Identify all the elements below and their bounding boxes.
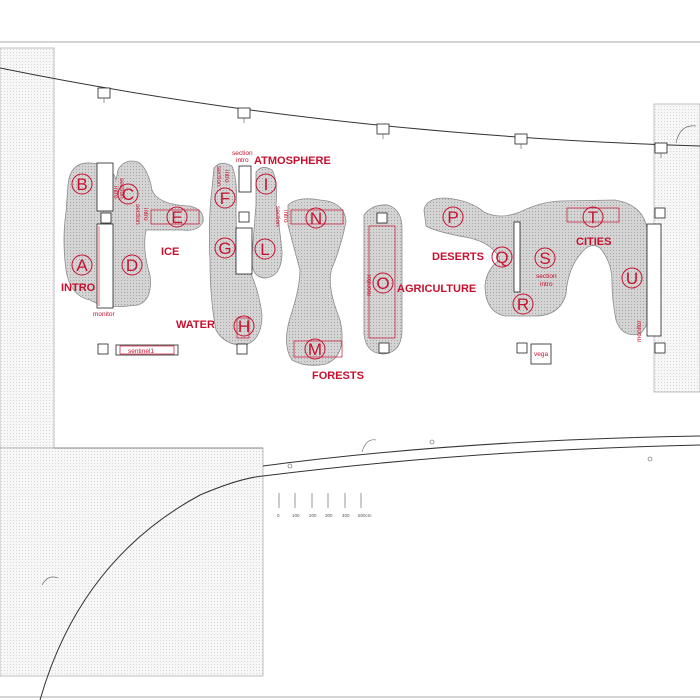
zone-a-circle xyxy=(71,254,93,276)
section-water-label: WATER xyxy=(176,319,215,331)
scale-tick-400: 400 xyxy=(342,513,350,518)
zone-e-letter: E xyxy=(171,208,182,227)
zone-g-circle xyxy=(214,237,236,259)
blob-deserts-cities xyxy=(423,197,653,336)
blob-agriculture xyxy=(363,204,403,355)
door-swing-mid xyxy=(361,439,377,453)
section-intro-c-word2: intro xyxy=(112,186,119,199)
section-intro-e-word1: section xyxy=(134,204,141,225)
small-annotations: monitor monitor monitor sentinel1 vega s… xyxy=(93,150,643,358)
section-intro-l-word1: section xyxy=(274,206,281,227)
sentinel-label: sentinel1 xyxy=(128,348,154,355)
zone-f-letter: F xyxy=(220,189,230,208)
zone-m-circle xyxy=(304,338,326,360)
furniture xyxy=(96,162,666,365)
zone-q-letter: Q xyxy=(495,248,508,267)
zone-i-letter: I xyxy=(264,175,269,194)
zone-t-circle xyxy=(582,206,604,228)
zone-s-circle xyxy=(534,247,556,269)
wall-marker xyxy=(647,456,653,462)
zone-g-letter: G xyxy=(218,239,231,258)
scale-bar: 0 100 200 300 400 500cm xyxy=(277,493,372,518)
exhibition-blobs xyxy=(63,160,653,366)
section-intro-f-word2: intro xyxy=(223,170,230,183)
section-intro-atm-word1: section xyxy=(232,150,253,157)
section-intro-atm-word2: intro xyxy=(236,157,249,164)
zone-p-letter: P xyxy=(447,208,458,227)
section-intro-c-word1: section xyxy=(118,178,125,199)
scale-tick-500: 500cm xyxy=(358,513,372,518)
zone-h-letter: H xyxy=(238,317,250,336)
zone-o-circle xyxy=(372,272,394,294)
lower-curve-inner xyxy=(262,444,700,477)
section-deserts-label: DESERTS xyxy=(432,251,484,263)
section-titles: INTRO ICE WATER ATMOSPHERE FORESTS AGRIC… xyxy=(61,155,611,382)
section-intro-f-word1: section xyxy=(215,166,222,187)
section-intro-label: INTRO xyxy=(61,282,96,294)
monitor-cities-label: monitor xyxy=(636,319,643,342)
zone-o-letter: O xyxy=(376,274,389,293)
scale-tick-0: 0 xyxy=(277,513,280,518)
intro-long-monitor xyxy=(96,223,114,309)
monitor-intro-label: monitor xyxy=(93,311,116,318)
section-intro-s-word2: intro xyxy=(540,281,553,288)
monitor-agriculture-label: monitor xyxy=(366,273,373,296)
section-cities-label: CITIES xyxy=(576,236,611,248)
zone-f-circle xyxy=(214,187,236,209)
lower-left-hatch xyxy=(0,447,264,677)
zone-r-circle xyxy=(512,293,534,315)
section-intro-s-word1: section xyxy=(536,273,557,280)
zone-u-letter: U xyxy=(626,269,638,288)
section-forests-label: FORESTS xyxy=(312,370,364,382)
zone-l-letter: L xyxy=(260,240,269,259)
blob-forests xyxy=(286,198,347,366)
zone-c-circle xyxy=(117,183,139,205)
left-wall-hatch xyxy=(0,47,55,449)
door-swing-left xyxy=(41,576,59,586)
zone-i-circle xyxy=(255,173,277,195)
zone-markers: A B C D E F G H I L M N O P Q R S xyxy=(71,173,643,360)
zone-d-letter: D xyxy=(126,256,138,275)
zone-d-circle xyxy=(121,254,143,276)
lower-curve-outer xyxy=(262,435,700,467)
scale-tick-300: 300 xyxy=(325,513,333,518)
zone-m-letter: M xyxy=(308,340,322,359)
zone-b-letter: B xyxy=(76,175,87,194)
zone-u-circle xyxy=(621,267,643,289)
section-intro-l-word2: intro xyxy=(282,210,289,223)
door-swing-right xyxy=(675,125,697,144)
vega-label: vega xyxy=(534,351,548,358)
zone-s-letter: S xyxy=(539,249,550,268)
scale-tick-100: 100 xyxy=(292,513,300,518)
zone-n-letter: N xyxy=(310,209,322,228)
lower-left-arc xyxy=(39,475,264,700)
zone-h-circle xyxy=(233,315,255,337)
section-atmosphere-label: ATMOSPHERE xyxy=(254,155,331,167)
zone-r-letter: R xyxy=(517,295,529,314)
zone-a-letter: A xyxy=(76,256,88,275)
section-agriculture-label: AGRICULTURE xyxy=(397,283,476,295)
zone-e-circle xyxy=(166,206,188,228)
zone-q-circle xyxy=(491,246,513,268)
ceiling-projectors xyxy=(97,87,668,158)
zone-n-circle xyxy=(305,207,327,229)
wall-marker xyxy=(429,439,435,445)
section-ice-label: ICE xyxy=(161,246,179,258)
zone-t-letter: T xyxy=(588,208,598,227)
zone-p-circle xyxy=(442,206,464,228)
zone-b-circle xyxy=(71,173,93,195)
outer-frame xyxy=(0,41,700,698)
curved-upper-wall xyxy=(0,67,700,147)
zone-l-circle xyxy=(254,238,276,260)
section-intro-e-word2: intro xyxy=(142,208,149,221)
zone-c-letter: C xyxy=(122,185,134,204)
scale-tick-200: 200 xyxy=(309,513,317,518)
wall-marker xyxy=(287,463,293,469)
